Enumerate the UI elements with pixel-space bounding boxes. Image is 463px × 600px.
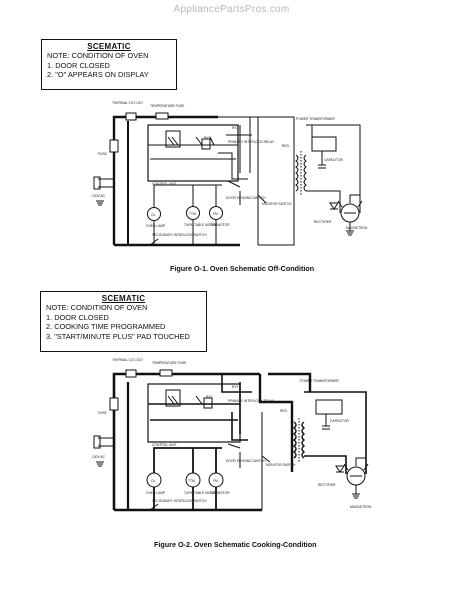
svg-text:POWER TRANSFORMER: POWER TRANSFORMER <box>296 117 335 121</box>
svg-text:SECONDARY INTERLOCK SWITCH: SECONDARY INTERLOCK SWITCH <box>152 499 207 503</box>
svg-text:120V AC: 120V AC <box>92 194 106 198</box>
svg-text:RECTIFIER: RECTIFIER <box>314 220 332 224</box>
svg-text:CONTROL UNIT: CONTROL UNIT <box>152 182 177 186</box>
svg-text:MONITOR SWITCH: MONITOR SWITCH <box>262 202 292 206</box>
svg-text:RY1: RY1 <box>206 395 213 399</box>
svg-text:FUSE: FUSE <box>98 411 108 415</box>
svg-text:THERMAL CUT-OUT: THERMAL CUT-OUT <box>112 358 143 362</box>
svg-text:RY1: RY1 <box>204 136 211 140</box>
svg-text:MAGNETRON: MAGNETRON <box>350 505 372 509</box>
svg-text:RED: RED <box>280 409 288 413</box>
svg-text:FM: FM <box>213 479 218 483</box>
svg-text:120V AC: 120V AC <box>92 455 106 459</box>
note-line: NOTE: CONDITION OF OVEN <box>46 303 148 313</box>
note-line: 2. "O" APPEARS ON DISPLAY <box>47 70 149 80</box>
note-line: NOTE: CONDITION OF OVEN <box>47 51 149 61</box>
svg-text:TTM: TTM <box>188 479 195 483</box>
figure-caption-1: Figure O-1. Oven Schematic Off-Condition <box>170 264 315 273</box>
note-title: SCEMATIC <box>101 294 146 303</box>
svg-text:PRIMARY INTERLOCK RELAY: PRIMARY INTERLOCK RELAY <box>228 140 275 144</box>
figure-caption-2: Figure O-2. Oven Schematic Cooking-Condi… <box>154 540 317 549</box>
svg-text:CONTROL UNIT: CONTROL UNIT <box>152 443 177 447</box>
svg-text:POWER TRANSFORMER: POWER TRANSFORMER <box>300 379 339 383</box>
svg-text:TURN TABLE MOTOR: TURN TABLE MOTOR <box>184 491 218 495</box>
schematic-labels-1: THERMAL CUT-OUT TEMPERATURE FUSE FUSE 12… <box>92 101 368 237</box>
note-line: 3. "START/MINUTE PLUS" PAD TOUCHED <box>46 331 190 341</box>
svg-text:TEMPERATURE FUSE: TEMPERATURE FUSE <box>152 361 187 365</box>
svg-text:FAN MOTOR: FAN MOTOR <box>210 491 230 495</box>
watermark: AppliancePartsPros.com <box>173 4 290 15</box>
note-line: 1. DOOR CLOSED <box>46 312 109 322</box>
svg-text:RECTIFIER: RECTIFIER <box>318 483 336 487</box>
svg-text:CAPACITOR: CAPACITOR <box>330 419 350 423</box>
svg-text:THERMAL CUT-OUT: THERMAL CUT-OUT <box>112 101 143 105</box>
svg-text:OVEN LAMP: OVEN LAMP <box>146 224 166 228</box>
svg-text:FAN MOTOR: FAN MOTOR <box>210 223 230 227</box>
svg-text:RY2: RY2 <box>232 126 239 130</box>
note-line: 1. DOOR CLOSED <box>47 60 110 70</box>
svg-text:OL: OL <box>151 213 156 217</box>
svg-text:TEMPERATURE FUSE: TEMPERATURE FUSE <box>150 104 185 108</box>
condition-note-box-2: SCEMATIC NOTE: CONDITION OF OVEN 1. DOOR… <box>40 291 207 352</box>
note-title: SCEMATIC <box>87 42 131 51</box>
svg-text:TURN TABLE MOTOR: TURN TABLE MOTOR <box>184 223 218 227</box>
svg-text:PRIMARY INTERLOCK RELAY: PRIMARY INTERLOCK RELAY <box>228 399 275 403</box>
svg-text:RY2: RY2 <box>232 385 239 389</box>
condition-note-box-1: SCEMATIC NOTE: CONDITION OF OVEN 1. DOOR… <box>41 39 177 90</box>
svg-text:RED: RED <box>282 144 290 148</box>
svg-text:DOOR SENSING SWITCH: DOOR SENSING SWITCH <box>226 196 266 200</box>
svg-text:SECONDARY INTERLOCK SWITCH: SECONDARY INTERLOCK SWITCH <box>152 233 207 237</box>
schematic-labels-2: THERMAL CUT-OUT TEMPERATURE FUSE FUSE 12… <box>92 358 372 509</box>
svg-text:DOOR SENSING SWITCH: DOOR SENSING SWITCH <box>226 459 266 463</box>
oven-schematic-cooking: THERMAL CUT-OUT TEMPERATURE FUSE FUSE 12… <box>92 358 372 512</box>
svg-text:FUSE: FUSE <box>98 152 108 156</box>
note-line: 2. COOKING TIME PROGRAMMED <box>46 322 166 332</box>
svg-text:TTM: TTM <box>189 212 196 216</box>
svg-text:FM: FM <box>213 212 218 216</box>
oven-schematic-off: THERMAL CUT-OUT TEMPERATURE FUSE FUSE 12… <box>92 101 368 247</box>
svg-text:MAGNETRON: MAGNETRON <box>346 226 368 230</box>
svg-text:OL: OL <box>151 479 156 483</box>
svg-text:CAPACITOR: CAPACITOR <box>324 158 344 162</box>
svg-text:OVEN LAMP: OVEN LAMP <box>146 491 166 495</box>
svg-text:MONITOR SWITCH: MONITOR SWITCH <box>266 463 296 467</box>
